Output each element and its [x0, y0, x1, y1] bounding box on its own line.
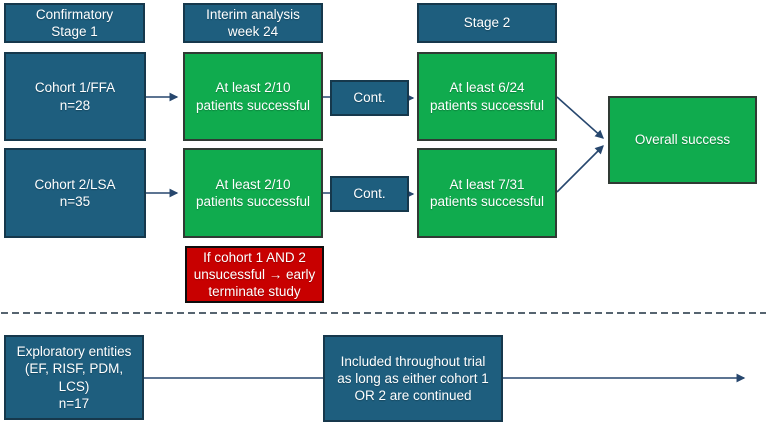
header-interim-analysis: Interim analysis week 24 [183, 3, 323, 43]
node-exploratory-note: Included throughout trial as long as eit… [323, 335, 503, 422]
node-cont1: Cont. [330, 80, 409, 116]
node-overall-success: Overall success [608, 96, 757, 184]
header-stage2: Stage 2 [417, 3, 557, 43]
node-cohort1: Cohort 1/FFA n=28 [4, 52, 146, 141]
node-cohort2: Cohort 2/LSA n=35 [4, 148, 146, 238]
arrow-cohort2stage2-to-overall [556, 145, 604, 193]
node-early-termination: If cohort 1 AND 2 unsucessful → early te… [185, 246, 324, 303]
header-confirmatory-stage1: Confirmatory Stage 1 [4, 3, 145, 43]
node-cohort2-stage2-criterion: At least 7/31 patients successful [417, 148, 557, 238]
node-exploratory-entities: Exploratory entities (EF, RISF, PDM, LCS… [4, 335, 144, 420]
node-cohort1-stage2-criterion: At least 6/24 patients successful [417, 52, 557, 141]
node-cont2: Cont. [330, 176, 409, 212]
node-cohort2-interim-criterion: At least 2/10 patients successful [183, 148, 323, 238]
node-cohort1-interim-criterion: At least 2/10 patients successful [183, 52, 323, 141]
arrow-cohort1stage2-to-overall [556, 96, 604, 139]
